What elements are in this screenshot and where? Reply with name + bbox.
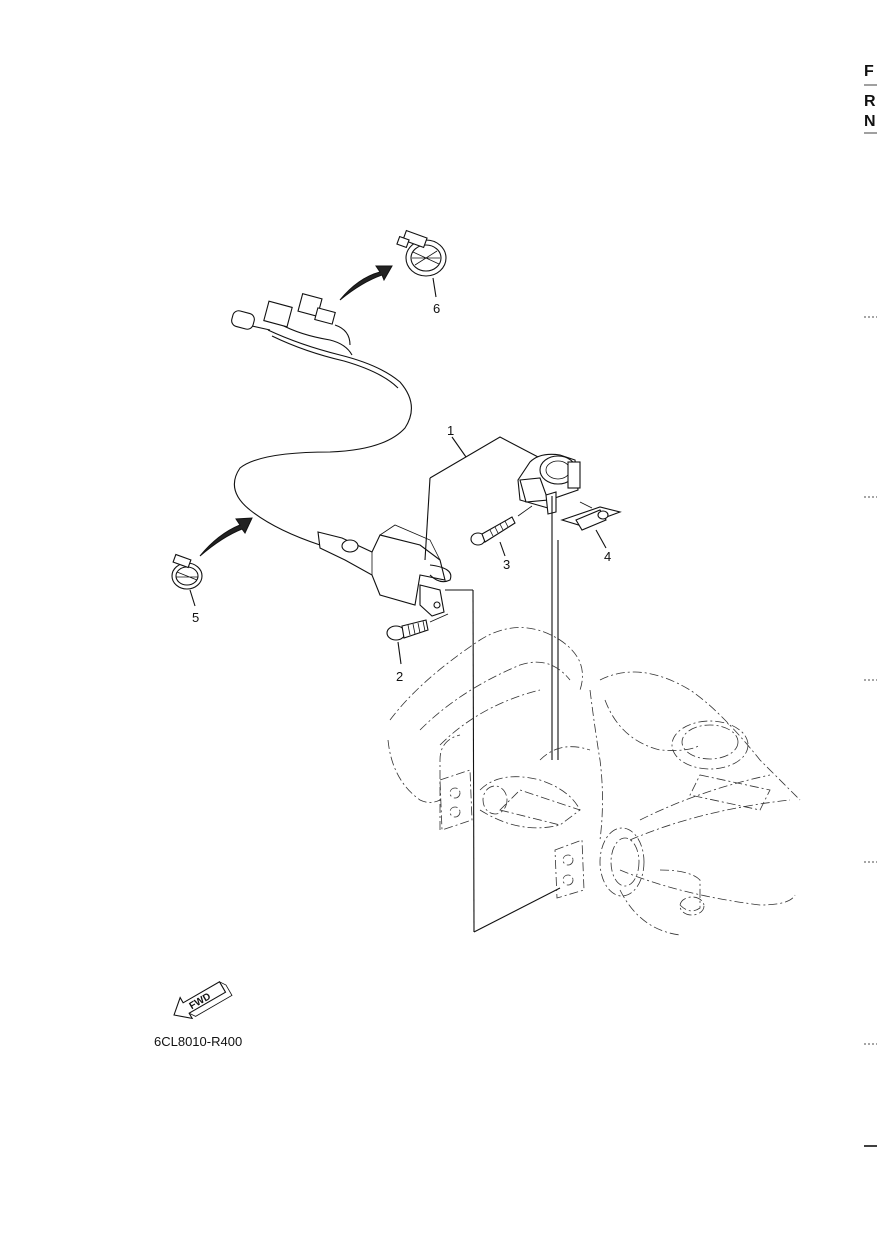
bolt-part-3 bbox=[470, 505, 533, 557]
edge-label-f: F bbox=[864, 63, 874, 80]
diagram-code: 6CL8010-R400 bbox=[154, 1034, 242, 1049]
neutral-switch-lead-wire bbox=[231, 293, 412, 546]
bolt-part-2 bbox=[386, 613, 449, 665]
neutral-switch-bracket bbox=[317, 524, 452, 617]
callout-1: 1 bbox=[447, 423, 454, 438]
neutral-switch-upper bbox=[517, 453, 581, 528]
callout-5: 5 bbox=[192, 610, 199, 625]
fwd-arrow-icon: FWD bbox=[173, 981, 233, 1020]
plate-part-4 bbox=[560, 501, 622, 549]
callout-6: 6 bbox=[433, 301, 440, 316]
assembly-guide-lines bbox=[445, 496, 561, 933]
callout-1-leaders bbox=[424, 436, 541, 561]
arrow-clamp-6 bbox=[339, 265, 393, 301]
callout-2: 2 bbox=[396, 669, 403, 684]
engine-bracket-phantom bbox=[387, 627, 801, 936]
band-clamp-part-5 bbox=[171, 553, 203, 607]
edge-tab-labels: F R N bbox=[864, 63, 877, 1147]
edge-label-r: R bbox=[864, 93, 876, 110]
edge-label-n: N bbox=[864, 113, 876, 130]
arrow-clamp-5 bbox=[199, 517, 253, 557]
callout-4: 4 bbox=[604, 549, 611, 564]
band-clamp-part-6 bbox=[396, 229, 447, 298]
callout-3: 3 bbox=[503, 557, 510, 572]
